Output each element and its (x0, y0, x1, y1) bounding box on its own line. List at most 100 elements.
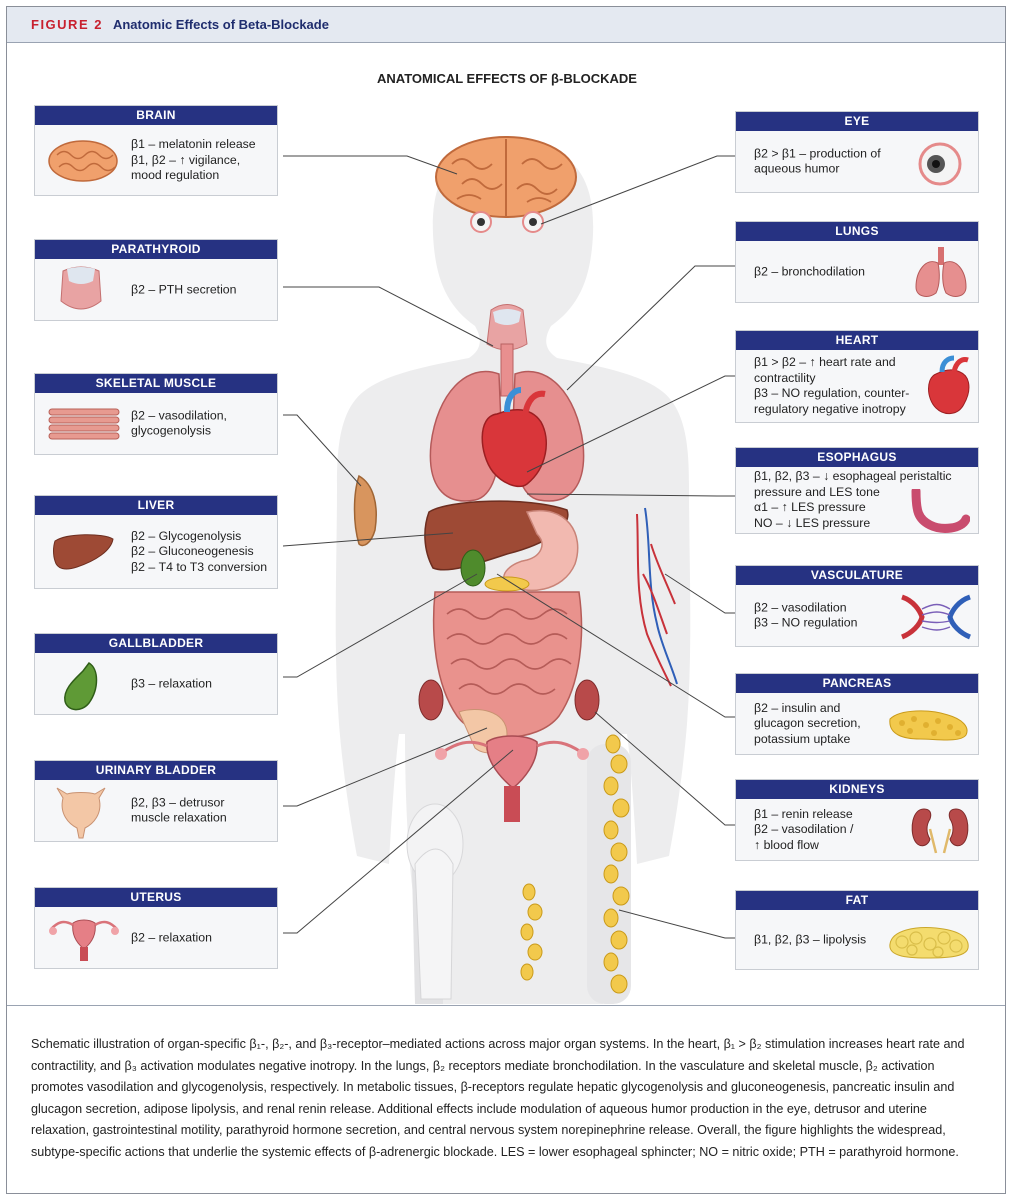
intestines-illustration (432, 591, 583, 738)
box-parathyroid: PARATHYROID β2 – PTH secretion (34, 239, 278, 321)
box-uterus: UTERUS β2 – relaxation (34, 887, 278, 969)
arm-muscle-illustration (353, 474, 377, 547)
effect-line: regulatory negative inotropy (754, 401, 906, 416)
effect-line: potassium uptake (754, 731, 851, 746)
effect-line: β1 – renin release (754, 806, 853, 821)
heart-illustration (481, 387, 548, 488)
effect-line: β1, β2 – ↑ vigilance, (131, 152, 241, 167)
pancreas-illustration (484, 576, 530, 592)
effect-line: β1 > β2 – ↑ heart rate and (754, 355, 896, 369)
figure-header: FIGURE 2 Anatomic Effects of Beta-Blocka… (7, 7, 1005, 43)
kidneys-illustration (418, 679, 600, 721)
box-title: LIVER (35, 496, 277, 515)
box-title: EYE (736, 112, 978, 131)
liver-icon (53, 534, 114, 570)
box-title: ESOPHAGUS (736, 448, 978, 467)
effect-line: glycogenolysis (131, 423, 211, 438)
figure-label: FIGURE 2 (31, 17, 103, 32)
box-title: PARATHYROID (35, 240, 277, 259)
eyes-illustration (470, 211, 544, 233)
capillary-bed-icon (900, 594, 972, 640)
effect-line: mood regulation (131, 167, 220, 182)
effect-line: β2 – T4 to T3 conversion (131, 559, 268, 574)
effect-line: β3 – NO regulation (754, 615, 858, 630)
anatomy-illustration (282, 136, 735, 1004)
effect-line: β2 – vasodilation / (754, 821, 854, 836)
box-title: GALLBLADDER (35, 634, 277, 653)
box-title: URINARY BLADDER (35, 761, 277, 780)
box-title: PANCREAS (736, 674, 978, 693)
effect-line: β2 – Gluconeogenesis (131, 543, 254, 558)
box-kidneys: KIDNEYS β1 – renin release β2 – vasodila… (735, 779, 979, 861)
box-esophagus: ESOPHAGUS β1, β2, β3 – ↓ esophageal peri… (735, 447, 979, 534)
gallbladder-illustration (460, 549, 486, 587)
box-brain: BRAIN β1 – melatonin release β1, β2 – ↑ … (34, 105, 278, 196)
figure-title: Anatomic Effects of Beta-Blockade (112, 17, 329, 32)
uterus-icon (49, 919, 119, 961)
box-title: BRAIN (35, 106, 277, 125)
box-fat: FAT β1, β2, β3 – lipolysis (735, 890, 979, 970)
effect-line: β2 – insulin and (754, 700, 841, 715)
uterus-illustration (435, 735, 589, 822)
lungs-icon (915, 247, 967, 297)
effect-line: β3 – relaxation (131, 675, 212, 690)
effect-line: β1, β2, β3 – ↓ esophageal peristaltic (754, 469, 952, 483)
brain-illustration (435, 136, 577, 218)
effect-line: β1 – melatonin release (131, 136, 256, 151)
box-title: HEART (736, 331, 978, 350)
effect-line: β2 – bronchodilation (754, 263, 865, 278)
figure-caption: Schematic illustration of organ-specific… (7, 1005, 1005, 1193)
box-eye: EYE β2 > β1 – production of aqueous humo… (735, 111, 979, 193)
brain-icon (48, 140, 118, 182)
kidneys-icon (911, 808, 969, 854)
box-heart: HEART β1 > β2 – ↑ heart rate and contrac… (735, 330, 979, 423)
adipose-tissue-icon (889, 927, 969, 959)
figure-frame: FIGURE 2 Anatomic Effects of Beta-Blocka… (6, 6, 1006, 1194)
thyroid-icon (60, 266, 102, 310)
effect-line: β2 – Glycogenolysis (131, 528, 242, 543)
muscle-fiber-icon (48, 408, 120, 440)
fat-deposits-illustration (520, 734, 630, 994)
effect-line: muscle relaxation (131, 810, 227, 825)
box-lungs: LUNGS β2 – bronchodilation (735, 221, 979, 303)
box-title: LUNGS (736, 222, 978, 241)
eye-icon (918, 142, 962, 186)
diagram-area: ANATOMICAL EFFECTS OF β-BLOCKADE BRAIN β… (7, 44, 1005, 1004)
effect-line: β3 – NO regulation, counter- (754, 386, 910, 400)
box-pancreas: PANCREAS β2 – insulin and glucagon secre… (735, 673, 979, 755)
box-skeletal-muscle: SKELETAL MUSCLE β2 – vasodilation, glyco… (34, 373, 278, 455)
effect-line: β2 – PTH secretion (131, 281, 237, 296)
heart-icon (928, 355, 970, 414)
effect-line: β2 – vasodilation (754, 600, 847, 614)
box-title: UTERUS (35, 888, 277, 907)
box-liver: LIVER β2 – Glycogenolysis β2 – Gluconeog… (34, 495, 278, 589)
box-title: SKELETAL MUSCLE (35, 374, 277, 393)
box-title: FAT (736, 891, 978, 910)
effect-line: α1 – ↑ LES pressure (754, 500, 866, 514)
effect-line: β1, β2, β3 – lipolysis (754, 931, 867, 946)
leader-lines (282, 155, 735, 939)
effect-line: ↑ blood flow (754, 837, 819, 852)
effect-line: contractility (754, 370, 816, 385)
caption-text: Schematic illustration of organ-specific… (31, 1037, 965, 1159)
diagram-title: ANATOMICAL EFFECTS OF β-BLOCKADE (377, 71, 637, 86)
thyroid-illustration (486, 304, 528, 397)
esophagus-icon (911, 489, 970, 533)
effect-line: pressure and LES tone (754, 484, 880, 499)
box-title: VASCULATURE (736, 566, 978, 585)
box-vasculature: VASCULATURE β2 – vasodilation β3 – NO re… (735, 565, 979, 647)
bladder-icon (56, 787, 106, 839)
effect-line: β2 > β1 – production of (754, 146, 881, 160)
effect-line: β2 – vasodilation, (131, 408, 227, 422)
effect-line: aqueous humor (754, 161, 840, 176)
box-urinary-bladder: URINARY BLADDER β2, β3 – detrusor muscle… (34, 760, 278, 842)
gallbladder-icon (64, 662, 98, 711)
effect-line: glucagon secretion, (754, 715, 861, 730)
effect-line: β2, β3 – detrusor (131, 795, 225, 809)
effect-line: β2 – relaxation (131, 929, 212, 944)
pancreas-icon (889, 710, 968, 741)
box-gallbladder: GALLBLADDER β3 – relaxation (34, 633, 278, 715)
effect-line: NO – ↓ LES pressure (754, 515, 871, 530)
box-title: KIDNEYS (736, 780, 978, 799)
arm-vasculature-illustration (636, 507, 678, 687)
